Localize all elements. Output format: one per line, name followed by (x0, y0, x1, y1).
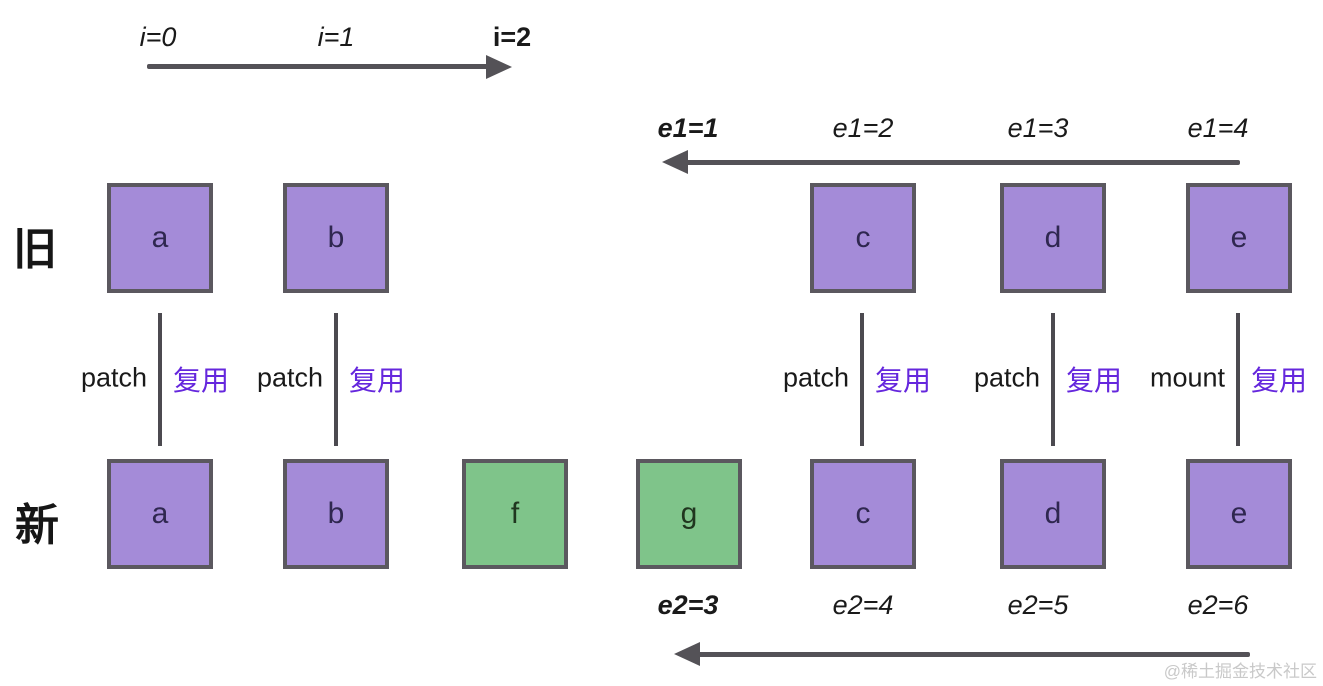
connector-action-0: patch (80, 362, 147, 393)
connector-action-2: patch (782, 362, 849, 393)
e2-axis-arrowhead-left-icon (674, 642, 700, 666)
e2-label-e2=5: e2=5 (1007, 590, 1069, 620)
e2-label-e2=6: e2=6 (1187, 590, 1249, 620)
i-label-i=1: i=1 (317, 22, 355, 52)
connector-line-2 (860, 313, 864, 446)
node-new-g: g (636, 459, 742, 569)
e2-axis-arrow-line (698, 652, 1250, 657)
e1-axis-arrowhead-left-icon (662, 150, 688, 174)
node-old-d: d (1000, 183, 1106, 293)
connector-result-0: 复用 (173, 365, 230, 396)
node-new-c: c (810, 459, 916, 569)
connector-line-3 (1051, 313, 1055, 446)
connector-line-0 (158, 313, 162, 446)
connector-result-1: 复用 (349, 365, 406, 396)
e1-axis-arrow-line (686, 160, 1240, 165)
node-new-d: d (1000, 459, 1106, 569)
i-label-i=2: i=2 (492, 22, 532, 52)
connector-result-3: 复用 (1066, 365, 1123, 396)
new-row-label: 新 (15, 501, 59, 550)
i-axis-arrow-line (147, 64, 488, 69)
e2-label-e2=4: e2=4 (832, 590, 894, 620)
node-new-b: b (283, 459, 389, 569)
e1-label-e1=4: e1=4 (1187, 113, 1249, 143)
connector-result-4: 复用 (1251, 365, 1308, 396)
old-row-label: 旧 (13, 225, 57, 274)
e1-label-e1=3: e1=3 (1007, 113, 1069, 143)
i-label-i=0: i=0 (139, 22, 177, 52)
connector-result-2: 复用 (875, 365, 932, 396)
watermark: @稀土掘金技术社区 (1163, 662, 1317, 681)
i-axis-arrowhead-right-icon (486, 55, 512, 79)
node-old-e: e (1186, 183, 1292, 293)
connector-line-4 (1236, 313, 1240, 446)
connector-line-1 (334, 313, 338, 446)
node-new-e: e (1186, 459, 1292, 569)
node-old-a: a (107, 183, 213, 293)
node-old-c: c (810, 183, 916, 293)
connector-action-3: patch (973, 362, 1040, 393)
connector-action-4: mount (1149, 362, 1225, 393)
e2-label-e2=3: e2=3 (657, 590, 719, 620)
e1-label-e1=1: e1=1 (657, 113, 719, 143)
e1-label-e1=2: e1=2 (832, 113, 894, 143)
node-new-a: a (107, 459, 213, 569)
node-new-f: f (462, 459, 568, 569)
connector-action-1: patch (256, 362, 323, 393)
node-old-b: b (283, 183, 389, 293)
